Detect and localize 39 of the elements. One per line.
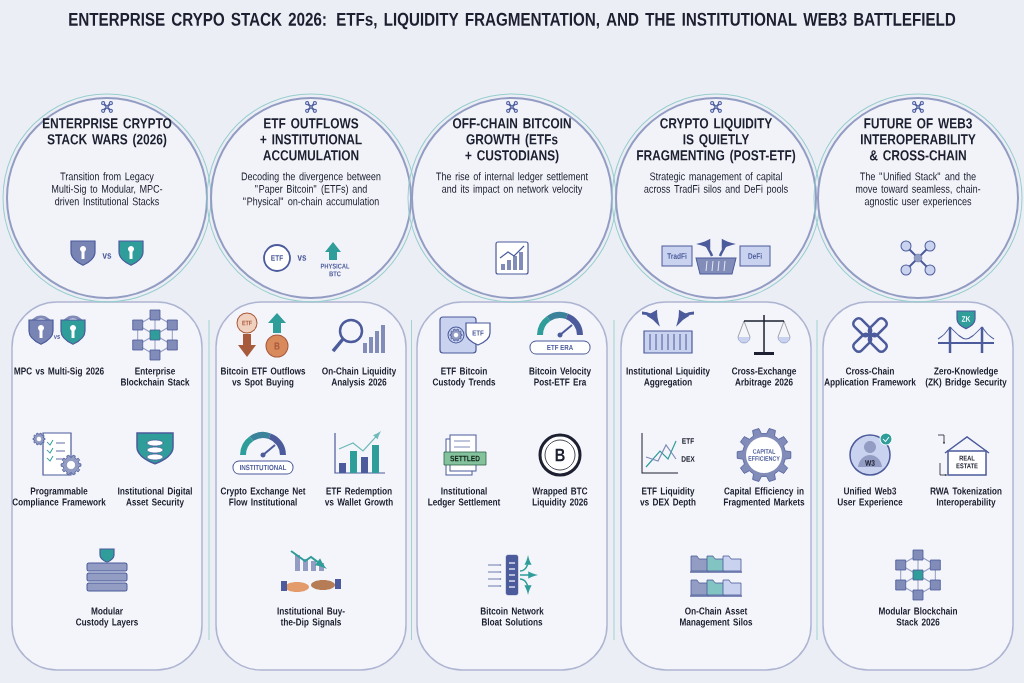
icon-caption: Capital Efficiency in Fragmented Markets: [723, 487, 805, 508]
icon-label: TradFi: [667, 253, 687, 259]
icon-label: vs: [297, 255, 307, 261]
column-panel: [822, 301, 1014, 671]
icon-caption: Institutional Liquidity Aggregation: [626, 367, 710, 388]
icon-label: ZK: [961, 316, 971, 322]
icon-caption: On-Chain Asset Management Silos: [680, 607, 753, 628]
icon-caption: Crypto Exchange Net Flow Institutional: [220, 487, 306, 506]
column-panel: [215, 301, 407, 671]
icon-caption: MPC vs Multi-Sig 2026: [14, 367, 104, 377]
icon-label: DEX: [681, 456, 695, 462]
icon-label: vs: [102, 253, 112, 259]
icon-label: W3: [865, 460, 875, 466]
icon-caption: Programmable Compliance Framework: [12, 487, 106, 508]
icon-caption: ETF Liquidity vs DEX Depth: [640, 487, 696, 508]
icon-caption: Wrapped BTC Liquidity 2026: [532, 487, 588, 508]
icon-caption: Cross-Chain Application Framework: [824, 367, 916, 388]
icon-caption: Bitcoin ETF Outflows vs Spot Buying: [221, 367, 306, 388]
icon-caption: RWA Tokenization Interoperability: [930, 487, 1002, 508]
icon-label: ETF: [271, 255, 283, 261]
icon-caption: Bitcoin Velocity Post-ETF Era: [529, 367, 592, 386]
icon-caption: ETF Redemption vs Wallet Growth: [324, 487, 393, 506]
icon-caption: Modular Custody Layers: [76, 607, 138, 628]
icon-label: B: [555, 448, 565, 462]
icon-caption: Enterprise Blockchain Stack: [121, 367, 190, 386]
icon-caption: Bitcoin Network Bloat Solutions: [480, 607, 544, 626]
icon-label: DeFi: [748, 253, 762, 259]
icon-caption: Cross-Exchange Arbitrage 2026: [732, 367, 797, 388]
icon-caption: On-Chain Liquidity Analysis 2026: [322, 367, 397, 388]
icon-label: ETF: [682, 438, 694, 444]
icon-label: SETTLED: [450, 455, 480, 462]
icon-caption: Institutional Digital Asset Security: [118, 487, 192, 508]
page-title: ENTERPRISE CRYPO STACK 2026: ETFs, LIQUIDITY FRAGMENTATION, AND THE INSTITUTIONAL WEB3 BATTLEFIELD: [69, 12, 956, 30]
icon-caption: ETF Bitcoin Custody Trends: [432, 367, 496, 388]
icon-caption: Unified Web3 User Experience: [837, 487, 903, 508]
icon-caption: Zero-Knowledge (ZK) Bridge Security: [925, 367, 1007, 388]
icon-caption: Modular Blockchain Stack 2026: [879, 607, 957, 626]
icon-caption: Institutional Buy-the-Dip Signals: [277, 607, 345, 628]
icon-caption: Institutional Ledger Settlement: [428, 487, 501, 508]
